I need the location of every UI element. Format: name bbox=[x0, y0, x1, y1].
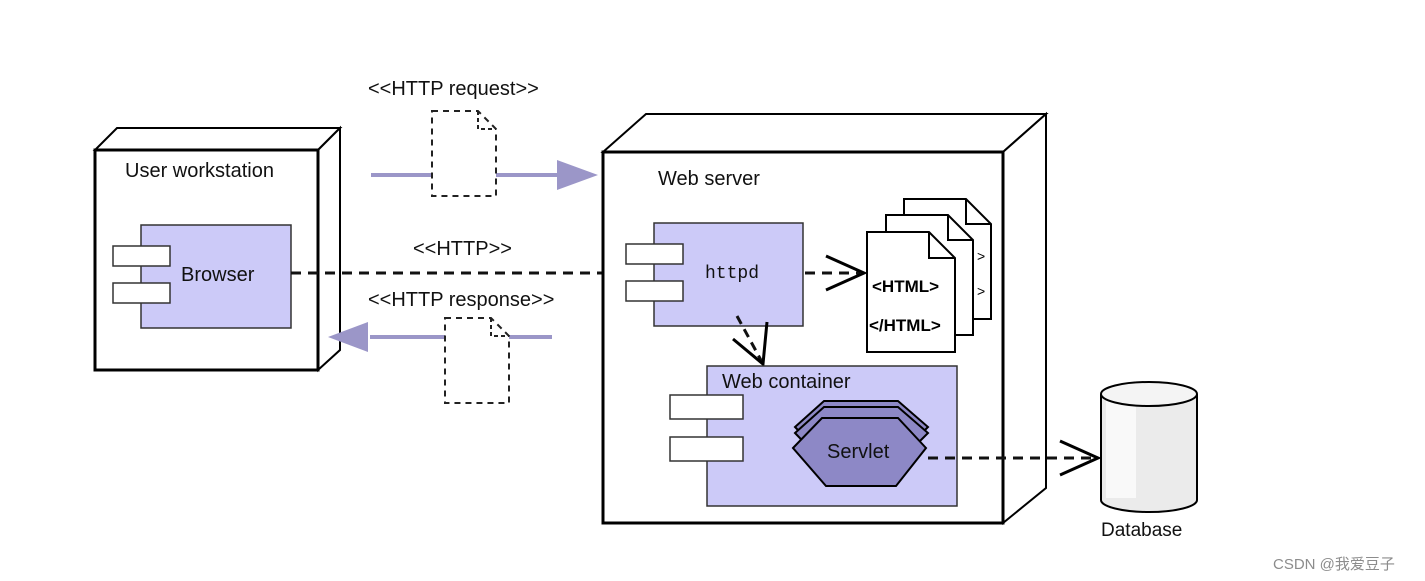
container-port-bottom bbox=[669, 436, 744, 462]
web-server-title: Web server bbox=[658, 168, 760, 190]
server-side-face bbox=[1002, 111, 1047, 526]
html-doc-middle-fold bbox=[947, 215, 973, 241]
node-top-face bbox=[92, 127, 343, 151]
database-label: Database bbox=[1101, 520, 1182, 541]
browser-port-top bbox=[112, 245, 171, 267]
server-top-face bbox=[600, 113, 1049, 153]
httpd-port-bottom bbox=[625, 280, 684, 302]
database-cylinder-top bbox=[1100, 381, 1198, 407]
httpd-to-html-arrowhead bbox=[825, 254, 868, 292]
browser-component bbox=[140, 224, 292, 329]
html-doc-back-glyph: > bbox=[977, 248, 985, 264]
request-document-icon bbox=[431, 110, 497, 197]
httpd-label: httpd bbox=[705, 264, 759, 284]
html-close-tag: </HTML> bbox=[869, 316, 941, 335]
request-arrow-head bbox=[557, 160, 598, 190]
html-document-stack: > > <HTML> </HTML> bbox=[866, 198, 992, 353]
httpd-port-top bbox=[625, 243, 684, 265]
user-workstation-title: User workstation bbox=[125, 160, 274, 182]
http-response-flow: <<HTTP response>> bbox=[328, 289, 554, 404]
database-shade bbox=[1106, 398, 1136, 498]
http-dependency: <<HTTP>> bbox=[291, 238, 652, 293]
request-document-fold bbox=[477, 111, 496, 130]
html-doc-back-fold bbox=[965, 199, 991, 225]
httpd-to-container-arrowhead bbox=[732, 321, 769, 367]
container-port-top bbox=[669, 394, 744, 420]
html-doc-front bbox=[866, 231, 956, 353]
browser-port-bottom bbox=[112, 282, 171, 304]
node-side-face bbox=[317, 125, 341, 373]
http-response-label: <<HTTP response>> bbox=[368, 289, 554, 311]
response-document-icon bbox=[444, 317, 510, 404]
servlet-to-database bbox=[928, 439, 1102, 477]
http-request-flow: <<HTTP request>> bbox=[368, 78, 598, 197]
servlet-layer-front bbox=[791, 417, 928, 487]
httpd-to-container-dashed bbox=[735, 315, 764, 363]
response-document-fold bbox=[490, 318, 509, 337]
html-doc-back-glyph-2: > bbox=[977, 283, 985, 299]
httpd-component bbox=[653, 222, 804, 327]
response-arrow-head bbox=[328, 322, 368, 352]
servlet-icon: Servlet bbox=[791, 400, 930, 487]
servlet-to-db-arrowhead bbox=[1059, 439, 1102, 477]
http-label: <<HTTP>> bbox=[413, 238, 512, 260]
http-request-label: <<HTTP request>> bbox=[368, 78, 539, 100]
browser-label: Browser bbox=[181, 264, 255, 286]
html-open-tag: <HTML> bbox=[872, 277, 939, 296]
html-doc-front-fold bbox=[928, 232, 955, 259]
user-workstation-node: User workstation Browser bbox=[92, 125, 343, 373]
web-container-title: Web container bbox=[722, 371, 851, 393]
servlet-label: Servlet bbox=[827, 441, 890, 463]
web-server-node: Web server httpd > > <HTML> </HTML> bbox=[600, 111, 1049, 526]
database-node: Database bbox=[1100, 381, 1198, 541]
watermark: CSDN @我爱豆子 bbox=[1273, 556, 1395, 573]
